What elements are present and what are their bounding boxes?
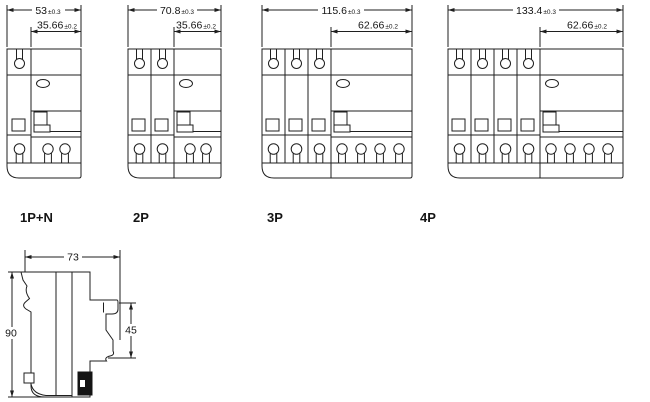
side-profile-outline xyxy=(20,271,119,398)
view-label-2p: 2P xyxy=(133,210,149,225)
dimension-depth: 73 xyxy=(67,252,79,264)
view-label-1p-n: 1P+N xyxy=(20,210,53,225)
dimension-height: 90 xyxy=(5,328,17,340)
front-view-3p: 115.6±0.3 62.66±0.2 3P xyxy=(261,4,413,225)
dimension-total-width: 133.4±0.3 xyxy=(516,5,556,17)
dimension-right-width: 35.66±0.2 xyxy=(176,20,216,32)
dimension-total-width: 53±0.3 xyxy=(35,5,61,17)
dimension-right-width: 62.66±0.2 xyxy=(358,20,398,32)
view-label-3p: 3P xyxy=(267,210,283,225)
dimension-total-width: 115.6±0.3 xyxy=(321,5,360,17)
dimension-total-width: 70.8±0.3 xyxy=(160,5,194,17)
side-view: 73 90 45 xyxy=(3,250,140,398)
front-view-2p: 70.8±0.3 35.66±0.2 2P xyxy=(127,4,222,225)
front-view-1p-n: 53±0.3 35.66±0.2 1P+N xyxy=(6,4,82,225)
dimension-right-width: 62.66±0.2 xyxy=(567,20,607,32)
din-release-tab xyxy=(23,372,35,384)
dimension-front-height: 45 xyxy=(125,325,137,337)
dimension-right-width: 35.66±0.2 xyxy=(37,20,77,32)
front-view-4p: 133.4±0.3 62.66±0.2 4P xyxy=(420,4,624,225)
view-label-4p: 4P xyxy=(420,210,436,225)
